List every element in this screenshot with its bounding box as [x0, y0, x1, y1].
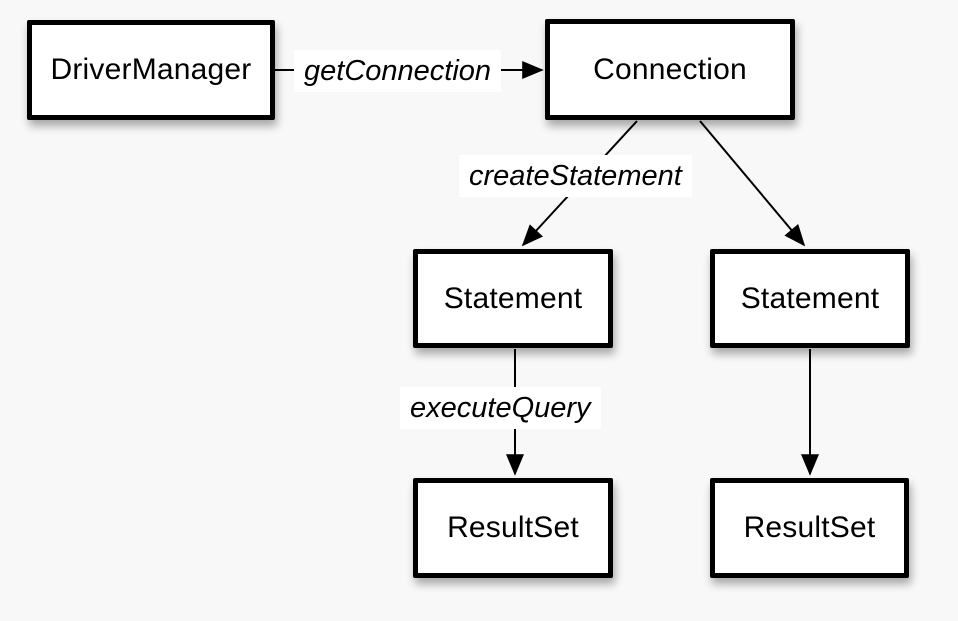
node-drivermanager-label: DriverManager — [50, 53, 252, 86]
node-statement-left-label: Statement — [443, 281, 583, 315]
node-statement-left: Statement — [413, 249, 613, 348]
node-resultset-right: ResultSet — [710, 478, 909, 578]
node-resultset-right-label: ResultSet — [743, 511, 876, 544]
node-resultset-left: ResultSet — [413, 478, 613, 578]
node-statement-right: Statement — [710, 249, 910, 348]
node-connection-label: Connection — [593, 52, 747, 86]
node-connection: Connection — [545, 19, 795, 120]
edge-label-getconnection: getConnection — [294, 50, 502, 92]
edge-label-executequery: executeQuery — [400, 387, 601, 429]
node-statement-right-label: Statement — [740, 281, 880, 315]
node-drivermanager: DriverManager — [27, 20, 275, 120]
node-resultset-left-label: ResultSet — [447, 511, 579, 544]
edge-connection-statement-right-line — [699, 120, 806, 247]
edge-label-createstatement: createStatement — [459, 155, 692, 197]
